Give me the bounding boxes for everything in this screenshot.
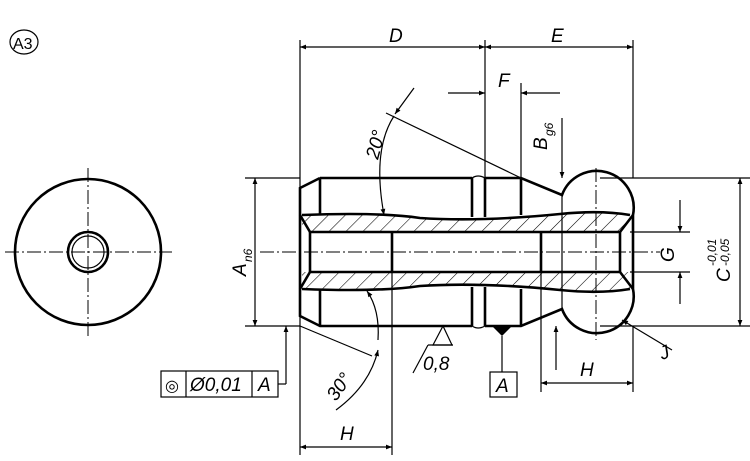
dim-B-tolerance: g6 <box>542 122 556 136</box>
dim-C-upper-tolerance: -0,01 <box>705 239 719 266</box>
dim-G-label: G <box>658 247 679 262</box>
dim-A-label: A <box>230 263 251 277</box>
dim-D-label: D <box>389 26 403 47</box>
datum-symbol: A <box>489 327 518 398</box>
dim-C-lower-tolerance: -0,05 <box>718 238 732 266</box>
datum-label: A <box>495 376 509 397</box>
surface-roughness-symbol: 0,8 <box>412 324 453 375</box>
dim-F-label: F <box>498 71 511 92</box>
view-label: A3 <box>9 29 39 55</box>
dim-C-label: C <box>714 268 735 282</box>
dim-E-label: E <box>551 26 564 47</box>
angle-20-label: 20° <box>362 128 390 163</box>
fcf-datum-ref: A <box>257 375 271 396</box>
dim-H-left-label: H <box>340 424 354 445</box>
dim-J-label: J <box>656 342 674 365</box>
dim-B-label: B <box>531 137 552 150</box>
dim-H-right-label: H <box>580 360 594 381</box>
dim-A-tolerance: n6 <box>241 248 255 262</box>
angle-30-label: 30° <box>323 369 357 405</box>
concentricity-symbol: ◎ <box>165 378 179 395</box>
extension-lines <box>245 40 750 455</box>
roughness-value: 0,8 <box>423 354 450 375</box>
svg-text:A3: A3 <box>13 36 33 53</box>
feature-control-frame: ◎ Ø0,01 A <box>160 326 289 398</box>
end-view <box>5 168 172 336</box>
dimension-lines <box>252 44 743 450</box>
pin-section-view <box>260 168 660 340</box>
fcf-tolerance: Ø0,01 <box>189 375 242 396</box>
